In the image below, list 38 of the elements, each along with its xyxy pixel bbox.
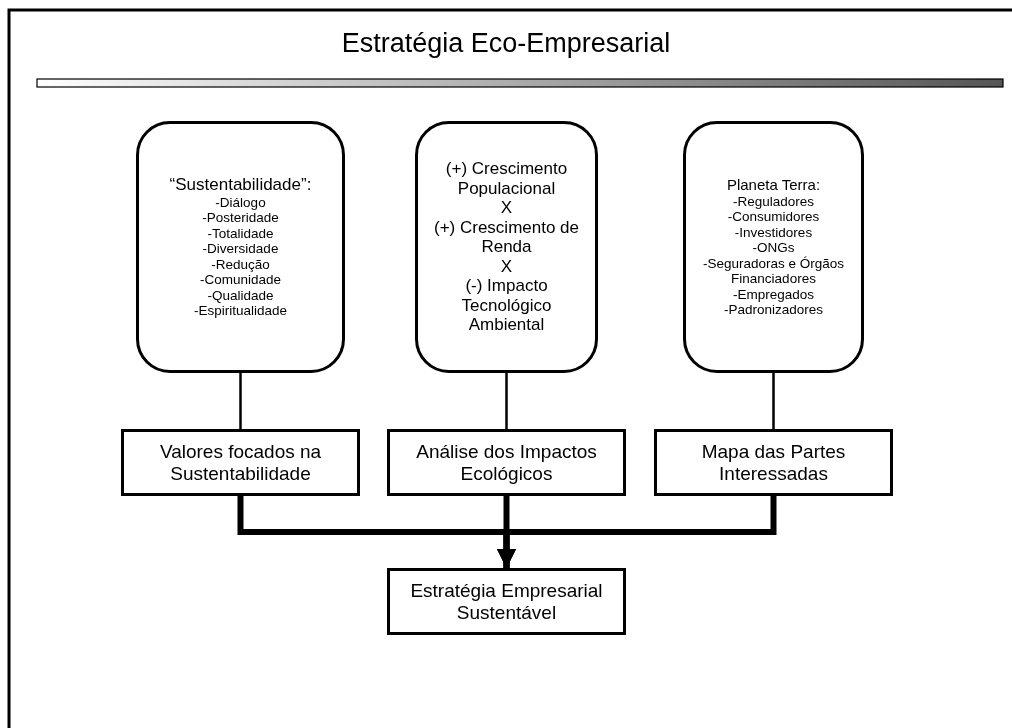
list-item: -Redução	[210, 256, 271, 273]
list-item: (-) Impacto Tecnológico Ambiental	[460, 276, 553, 335]
box-label: Mapa das Partes Interessadas	[700, 440, 847, 485]
list-item: -Empregados	[731, 286, 815, 303]
box-label: Estratégia Empresarial Sustentável	[409, 579, 604, 624]
list-item: -Diálogo	[214, 194, 267, 211]
list-item: -ONGs	[751, 240, 796, 256]
list-item: -Posteridade	[201, 210, 280, 226]
box-heading: Planeta Terra:	[725, 176, 822, 194]
process-box	[121, 429, 360, 496]
connector-line	[772, 373, 775, 429]
list-item: -Consumidores	[726, 209, 821, 225]
slide-title: Estratégia Eco-Empresarial	[340, 28, 672, 59]
list-item: X	[499, 256, 514, 277]
process-box	[387, 568, 626, 635]
list-item: -Seguradoras e Órgãos Financiadores	[701, 255, 846, 287]
process-box	[387, 429, 626, 496]
list-item: (+) Crescimento de Renda	[433, 217, 580, 257]
arrow	[496, 496, 777, 568]
connector-line	[505, 373, 508, 429]
list-item: -Comunidade	[198, 272, 282, 288]
list-item: -Investidores	[733, 224, 814, 241]
list-item: -Diversidade	[201, 241, 280, 257]
list-item: X	[499, 198, 514, 218]
box-heading: (+) Crescimento Populacional	[444, 159, 569, 199]
list-item: -Qualidade	[206, 287, 275, 304]
list-item: -Espiritualidade	[192, 303, 289, 319]
box-heading: “Sustentabilidade”:	[168, 175, 313, 195]
list-item: -Padronizadores	[722, 302, 825, 318]
rounded-box	[136, 121, 345, 373]
rounded-box	[683, 121, 864, 373]
list-item: -Reguladores	[731, 193, 815, 210]
box-label: Análise dos Impactos Ecológicos	[415, 440, 598, 485]
process-box	[654, 429, 893, 496]
box-label: Valores focados na Sustentabilidade	[158, 440, 323, 485]
list-item: -Totalidade	[206, 225, 275, 242]
connector-line	[239, 373, 242, 429]
rounded-box	[415, 121, 598, 373]
